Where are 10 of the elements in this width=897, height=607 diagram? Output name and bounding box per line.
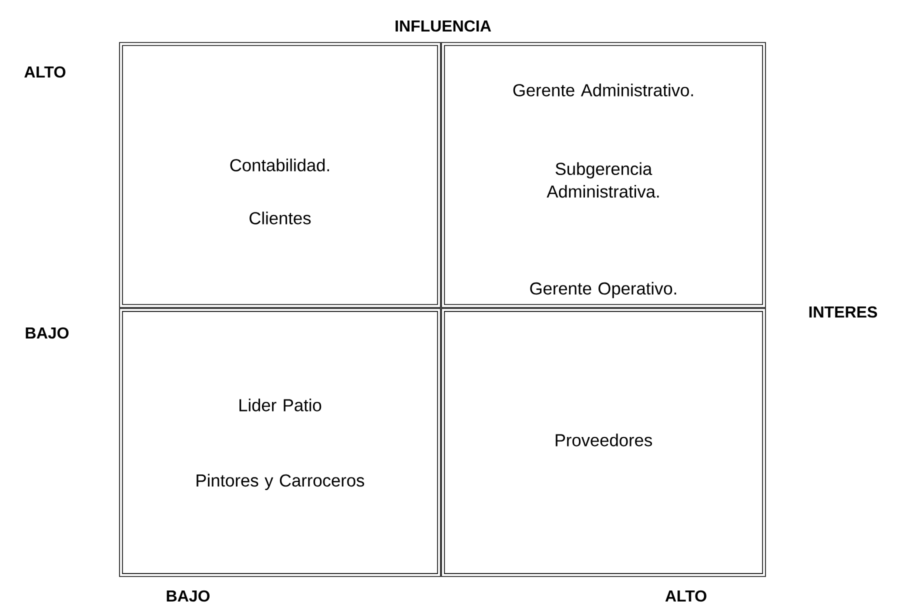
axis-label: BAJO [166, 590, 210, 602]
quadrant-box: Contabilidad. Clientes [119, 42, 441, 308]
axis-label: INFLUENCIA [396, 20, 492, 32]
axis-label: ALTO [665, 590, 706, 602]
axis-label: BAJO [26, 327, 69, 339]
axis-label: INTERES [809, 306, 878, 318]
axis-label: ALTO [24, 66, 66, 78]
quadrant-box: Lider Patio Pintores y Carroceros [119, 308, 441, 577]
quadrant-box: Gerente Administrativo. Subgerencia Administrativa. Gerente Operativo. [441, 42, 766, 308]
quadrant-box: Proveedores [441, 308, 766, 577]
